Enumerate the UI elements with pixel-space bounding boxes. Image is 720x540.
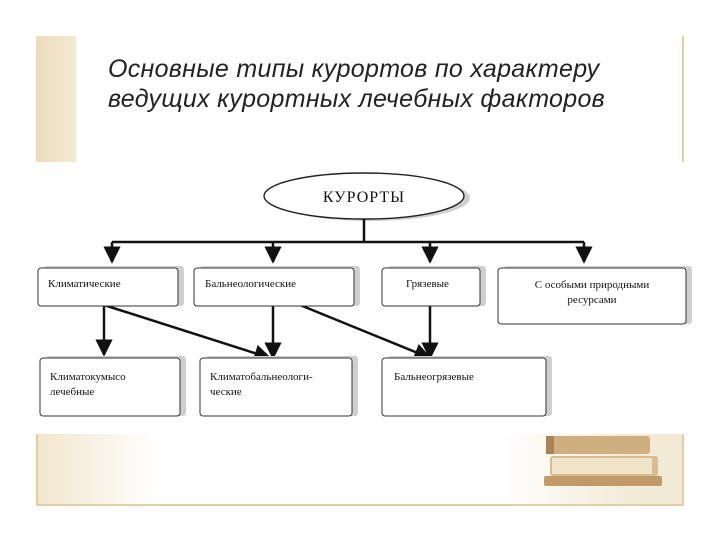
- node-special: С особыми природными ресурсами: [497, 266, 692, 325]
- node-climbalneo-label-line2: ческие: [210, 386, 242, 398]
- arrow-balneo-to-balneomud: [299, 303, 432, 361]
- root-label: КУРОРТЫ: [323, 189, 405, 206]
- node-mud: Грязевые: [381, 266, 486, 307]
- node-climbalneo-label-line1: Климатобальнеологи-: [210, 371, 313, 383]
- connectors: [95, 219, 593, 362]
- slide-title: Основные типы курортов по характеру веду…: [108, 54, 668, 114]
- node-balneo-label: Бальнеологические: [205, 278, 296, 290]
- node-kumys-label-line1: Климатокумысо: [50, 371, 126, 383]
- root-node: КУРОРТЫ: [263, 172, 470, 221]
- node-kumys-label-line2: лечебные: [50, 386, 94, 398]
- node-mud-label: Грязевые: [406, 278, 449, 290]
- node-climatic: Климатические: [37, 266, 184, 307]
- header-band: [36, 36, 684, 162]
- title-line-1: Основные типы курортов по характеру: [108, 55, 600, 83]
- node-kumys: Климатокумысо лечебные: [39, 356, 186, 417]
- books-image: [544, 436, 662, 486]
- node-balneomud: Бальнеогрязевые: [381, 356, 552, 417]
- arrow-climatic-to-climbalneo: [103, 303, 272, 362]
- node-balneo: Бальнеологические: [193, 266, 360, 307]
- node-balneomud-label: Бальнеогрязевые: [394, 371, 474, 383]
- title-line-2: ведущих курортных лечебных факторов: [108, 85, 606, 113]
- node-special-label-line2: ресурсами: [567, 294, 616, 306]
- node-special-label-line1: С особыми природными: [535, 279, 650, 291]
- node-climbalneo: Климатобальнеологи- ческие: [199, 356, 358, 417]
- node-climatic-label: Климатические: [48, 278, 121, 290]
